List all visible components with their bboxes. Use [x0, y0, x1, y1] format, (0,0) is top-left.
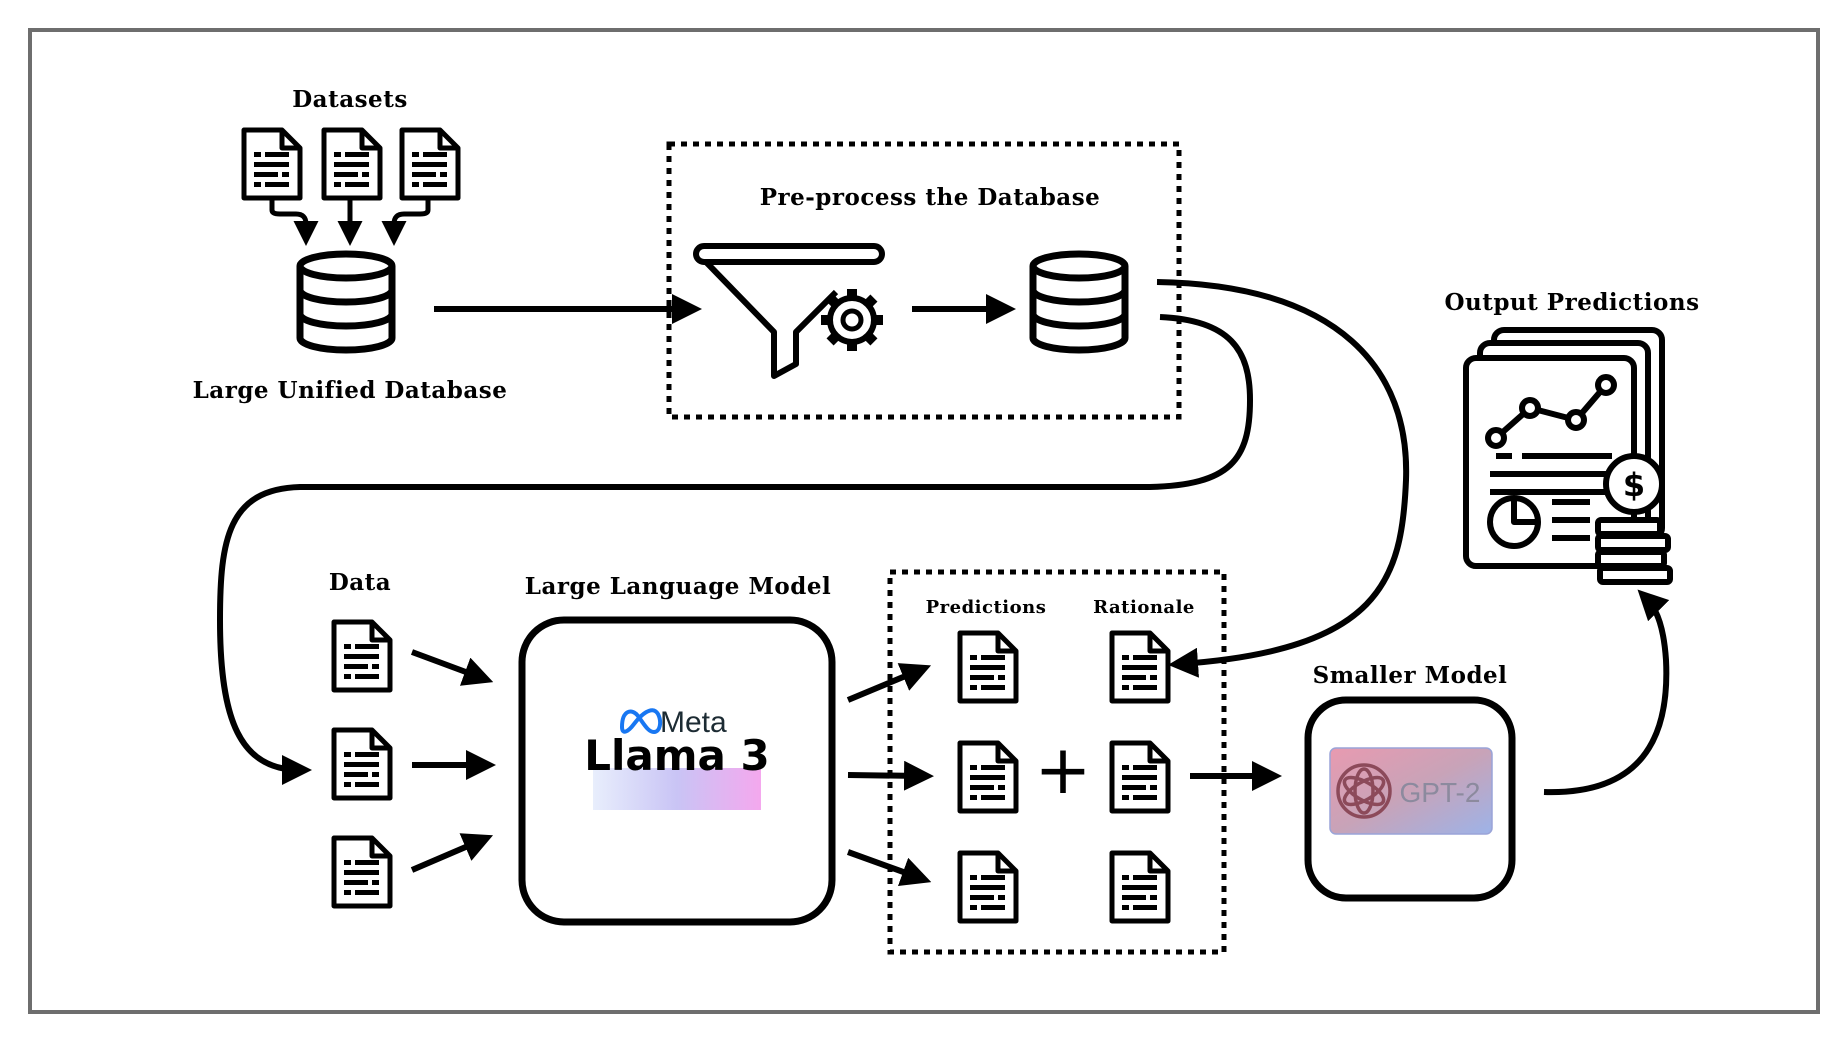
gpt2-wordmark: GPT-2	[1400, 777, 1481, 808]
arrow	[846, 849, 932, 886]
predictions-title: Predictions	[926, 597, 1047, 618]
openai-logo-icon	[1336, 763, 1392, 819]
llm-to-output-arrows	[846, 663, 934, 886]
rationale-title: Rationale	[1093, 597, 1195, 618]
preprocess-title: Pre-process the Database	[760, 184, 1101, 211]
merge-arrow	[381, 200, 431, 246]
arrow	[847, 760, 934, 791]
large-unified-database-label: Large Unified Database	[193, 377, 508, 404]
arrow	[410, 833, 494, 873]
document-icon	[402, 130, 458, 198]
prediction-document-icon	[960, 633, 1016, 701]
arrow-to-output-predictions	[1543, 589, 1670, 796]
llama-wordmark: Llama 3	[584, 731, 769, 780]
smaller-model-title: Smaller Model	[1313, 662, 1508, 689]
rationale-document-icon	[1112, 743, 1168, 811]
document-icon	[334, 730, 390, 798]
meta-logo-icon	[619, 708, 663, 735]
dollar-sign: $	[1623, 466, 1645, 504]
document-icon	[324, 130, 380, 198]
rationale-document-icon	[1112, 853, 1168, 921]
data-title: Data	[329, 569, 391, 596]
prediction-document-icon	[960, 743, 1016, 811]
dataset-icons	[244, 130, 458, 198]
data-to-llm-arrows	[410, 649, 496, 873]
rationale-document-icon	[1112, 633, 1168, 701]
predictions-rationale-box	[887, 569, 1227, 955]
arrow-db-to-rationale	[1156, 279, 1410, 678]
merge-arrow	[269, 200, 319, 246]
meta-wordmark: Meta	[660, 706, 727, 739]
document-icon	[334, 622, 390, 690]
llm-title: Large Language Model	[525, 573, 831, 600]
preprocess-box	[666, 141, 1182, 420]
output-predictions-title: Output Predictions	[1444, 289, 1699, 316]
gpt2-logo-card	[1329, 747, 1493, 835]
document-icon	[334, 838, 390, 906]
gear-icon	[821, 289, 883, 351]
dataset-merge-arrows	[269, 200, 431, 246]
document-icon	[244, 130, 300, 198]
prediction-document-icon	[960, 853, 1016, 921]
funnel-icon	[693, 243, 885, 379]
arrow	[410, 649, 494, 686]
arrow	[846, 663, 932, 703]
plus-sign: +	[1035, 731, 1092, 810]
llama-highlight	[593, 768, 761, 810]
arrow-db-to-data	[216, 314, 1254, 785]
coins-icon	[1595, 453, 1673, 585]
datasets-title: Datasets	[292, 86, 408, 113]
